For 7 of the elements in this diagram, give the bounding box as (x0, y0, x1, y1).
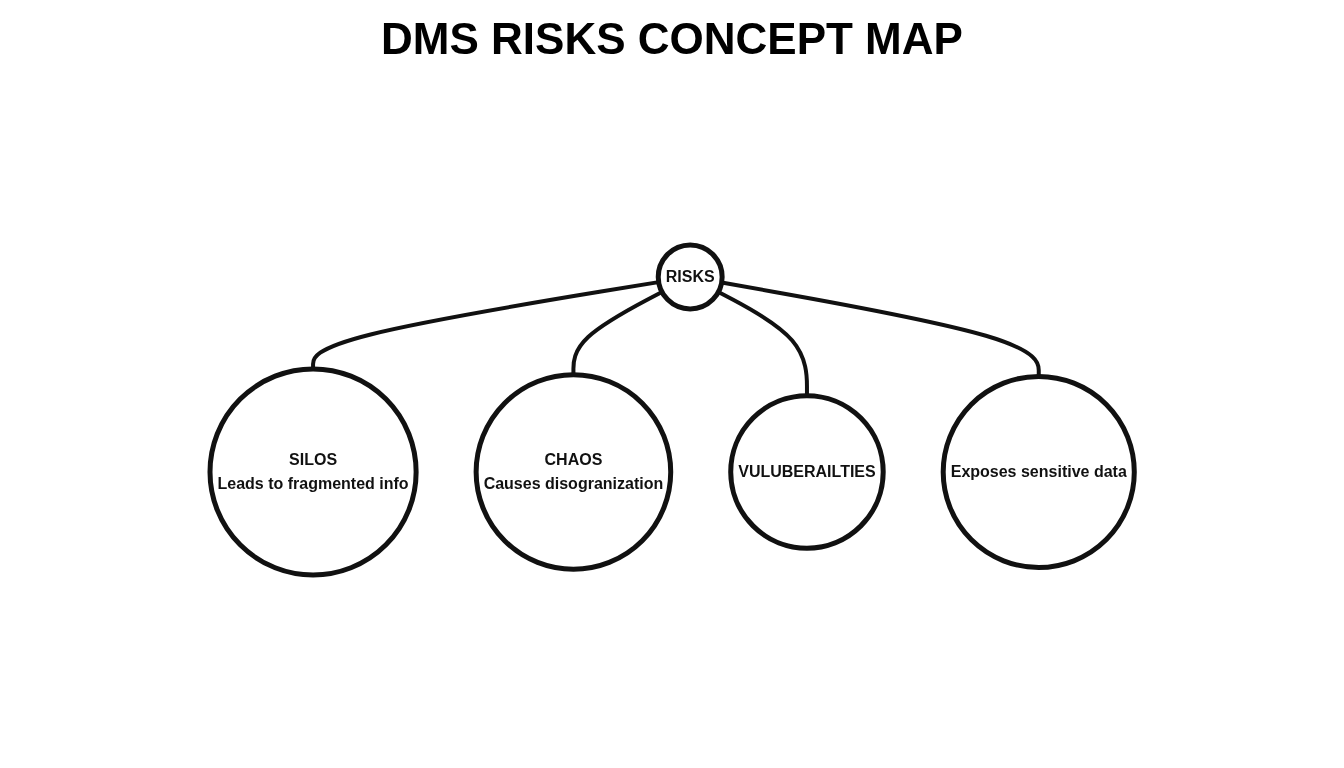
diagram-title: DMS RISKS CONCEPT MAP (380, 14, 964, 64)
connector (310, 280, 659, 369)
node-circle: Exposes sensitive data (940, 373, 1137, 570)
node-circle: VULUBERAILTIES (728, 393, 886, 551)
node-circle: RISKS (655, 242, 725, 312)
node-circle: CHAOS Causes disogranization (473, 372, 674, 572)
node-circle: SILOS Leads to fragmented info (207, 366, 419, 578)
